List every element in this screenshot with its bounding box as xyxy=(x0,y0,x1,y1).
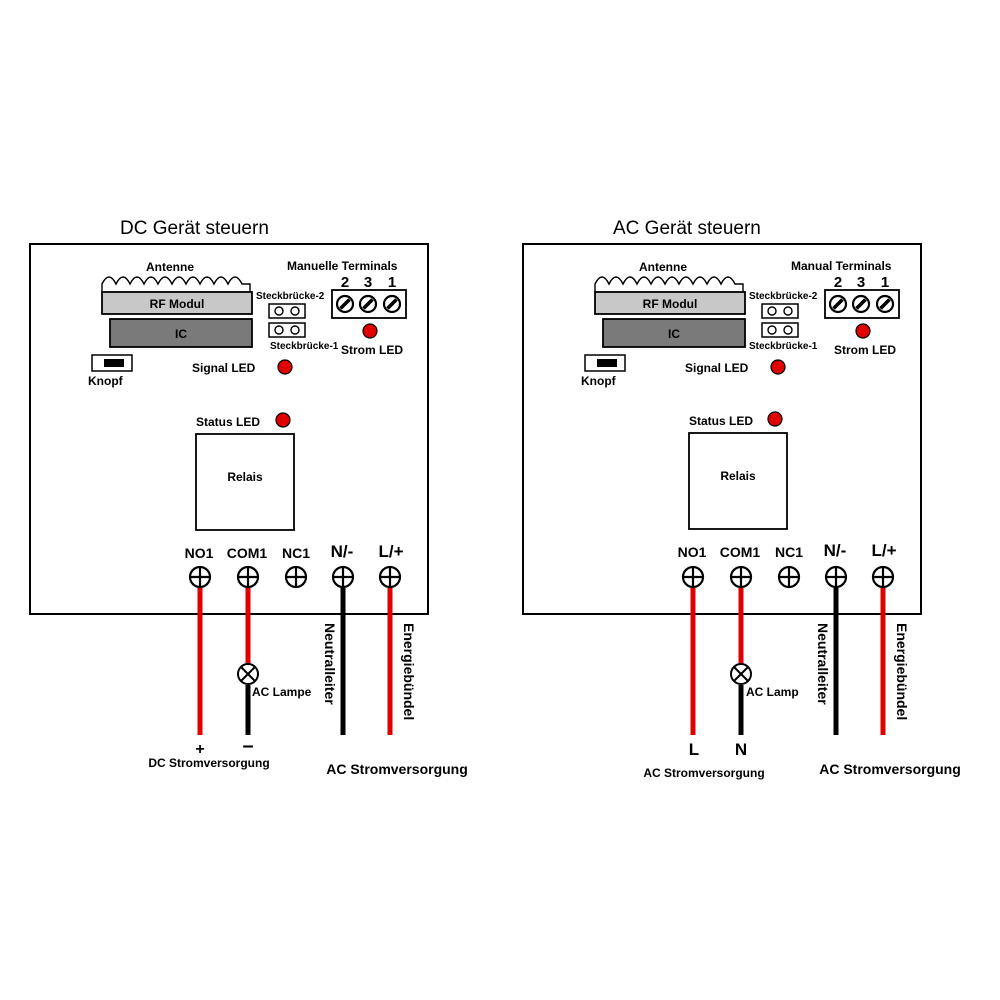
dc-terminal-label: COM1 xyxy=(227,545,268,561)
dc-terminal-label: L/+ xyxy=(378,542,403,561)
ac-screw-terminal-neutral xyxy=(824,565,848,589)
ac-manual-screw xyxy=(828,294,848,314)
dc-status-led-label: Status LED xyxy=(196,415,260,429)
dc-manual-screw xyxy=(358,294,378,314)
ac-manual-screw xyxy=(875,294,895,314)
dc-screw-terminal-live xyxy=(378,565,402,589)
ac-jumper-2 xyxy=(761,303,799,319)
dc-relay-label: Relais xyxy=(227,470,263,484)
ac-n-label: N xyxy=(735,740,747,759)
dc-ic-chip xyxy=(109,318,253,348)
ac-terminal-label: N/- xyxy=(824,541,847,560)
ac-manual-terminal-number: 3 xyxy=(857,274,865,291)
dc-screw-terminal-com1 xyxy=(236,565,260,589)
dc-relay xyxy=(195,433,295,531)
ac-panel: AC Gerät steuern Antenne RF Modul IC Ste… xyxy=(522,218,961,780)
ac-terminal-label: COM1 xyxy=(720,544,761,560)
ac-rf-module xyxy=(594,291,746,315)
ac-jumper-1-label: Steckbrücke-1 xyxy=(749,341,818,352)
dc-left-supply-label: DC Stromversorgung xyxy=(148,756,269,770)
ac-antenna-label: Antenne xyxy=(639,260,687,274)
ac-status-led-label: Status LED xyxy=(689,414,753,428)
ac-lamp-icon xyxy=(730,663,752,685)
dc-jumper-2 xyxy=(268,303,306,319)
dc-manual-terminal-number: 1 xyxy=(388,274,396,291)
ac-rf-module-label: RF Modul xyxy=(643,297,698,311)
ac-jumper-2-label: Steckbrücke-2 xyxy=(749,291,818,302)
ac-manual-terminals-label: Manual Terminals xyxy=(791,259,892,273)
dc-manual-terminals-label: Manuelle Terminals xyxy=(287,259,398,273)
dc-button-switch xyxy=(91,354,133,372)
ac-signal-led xyxy=(770,359,786,375)
ac-power-led-label: Strom LED xyxy=(834,343,896,357)
dc-lamp-label: AC Lampe xyxy=(252,685,312,699)
ac-live-label: Energiebündel xyxy=(894,623,910,720)
dc-plus-label: + xyxy=(195,741,204,758)
dc-terminal-label: N/- xyxy=(331,542,354,561)
dc-minus-label: – xyxy=(242,735,253,757)
dc-power-led-label: Strom LED xyxy=(341,343,403,357)
dc-jumper-2-label: Steckbrücke-2 xyxy=(256,291,325,302)
dc-screw-terminal-neutral xyxy=(331,565,355,589)
dc-ic-label: IC xyxy=(175,327,187,341)
ac-terminal-label: NO1 xyxy=(678,544,707,560)
dc-screw-terminal-nc1 xyxy=(284,565,308,589)
dc-signal-led xyxy=(277,359,293,375)
ac-status-led xyxy=(767,411,783,427)
dc-terminal-label: NO1 xyxy=(185,545,214,561)
ac-terminal-label: L/+ xyxy=(871,541,896,560)
ac-screw-terminal-live xyxy=(871,565,895,589)
dc-manual-terminal-number: 3 xyxy=(364,274,372,291)
dc-screw-terminal-no1 xyxy=(188,565,212,589)
ac-manual-screw xyxy=(851,294,871,314)
dc-button-label: Knopf xyxy=(88,374,124,388)
ac-ic-label: IC xyxy=(668,327,680,341)
dc-panel-title: DC Gerät steuern xyxy=(120,218,269,239)
dc-live-label: Energiebündel xyxy=(401,623,417,720)
ac-manual-terminal-number: 2 xyxy=(834,274,842,291)
ac-screw-terminal-com1 xyxy=(729,565,753,589)
ac-antenna-coil xyxy=(594,276,744,292)
ac-power-led xyxy=(855,323,871,339)
dc-antenna-label: Antenne xyxy=(146,260,194,274)
ac-lamp-label: AC Lamp xyxy=(746,685,799,699)
dc-panel: DC Gerät steuern Antenne RF Modul IC Ste… xyxy=(29,218,468,777)
ac-left-supply-label: AC Stromversorgung xyxy=(643,766,764,780)
dc-neutral-label: Neutralleiter xyxy=(322,623,338,705)
dc-terminal-label: NC1 xyxy=(282,545,310,561)
ac-button-label: Knopf xyxy=(581,374,617,388)
dc-status-led xyxy=(275,412,291,428)
dc-manual-screw xyxy=(382,294,402,314)
dc-power-led xyxy=(362,323,378,339)
ac-screw-terminal-nc1 xyxy=(777,565,801,589)
ac-signal-led-label: Signal LED xyxy=(685,361,749,375)
dc-rf-module-label: RF Modul xyxy=(150,297,205,311)
ac-manual-terminal-number: 1 xyxy=(881,274,889,291)
ac-neutral-label: Neutralleiter xyxy=(815,623,831,705)
ac-ic-chip xyxy=(602,318,746,348)
ac-l-label: L xyxy=(689,740,699,759)
ac-terminal-label: NC1 xyxy=(775,544,803,560)
dc-right-supply-label: AC Stromversorgung xyxy=(326,761,468,777)
dc-antenna-coil xyxy=(101,276,251,292)
dc-jumper-1 xyxy=(268,322,306,338)
ac-screw-terminal-no1 xyxy=(681,565,705,589)
ac-relay-label: Relais xyxy=(720,469,756,483)
ac-relay xyxy=(688,432,788,530)
dc-lamp-icon xyxy=(237,663,259,685)
dc-manual-screw xyxy=(335,294,355,314)
ac-button-switch xyxy=(584,354,626,372)
dc-jumper-1-label: Steckbrücke-1 xyxy=(270,341,339,352)
dc-manual-terminal-number: 2 xyxy=(341,274,349,291)
ac-right-supply-label: AC Stromversorgung xyxy=(819,761,961,777)
dc-signal-led-label: Signal LED xyxy=(192,361,256,375)
ac-panel-title: AC Gerät steuern xyxy=(613,218,761,239)
ac-jumper-1 xyxy=(761,322,799,338)
dc-rf-module xyxy=(101,291,253,315)
